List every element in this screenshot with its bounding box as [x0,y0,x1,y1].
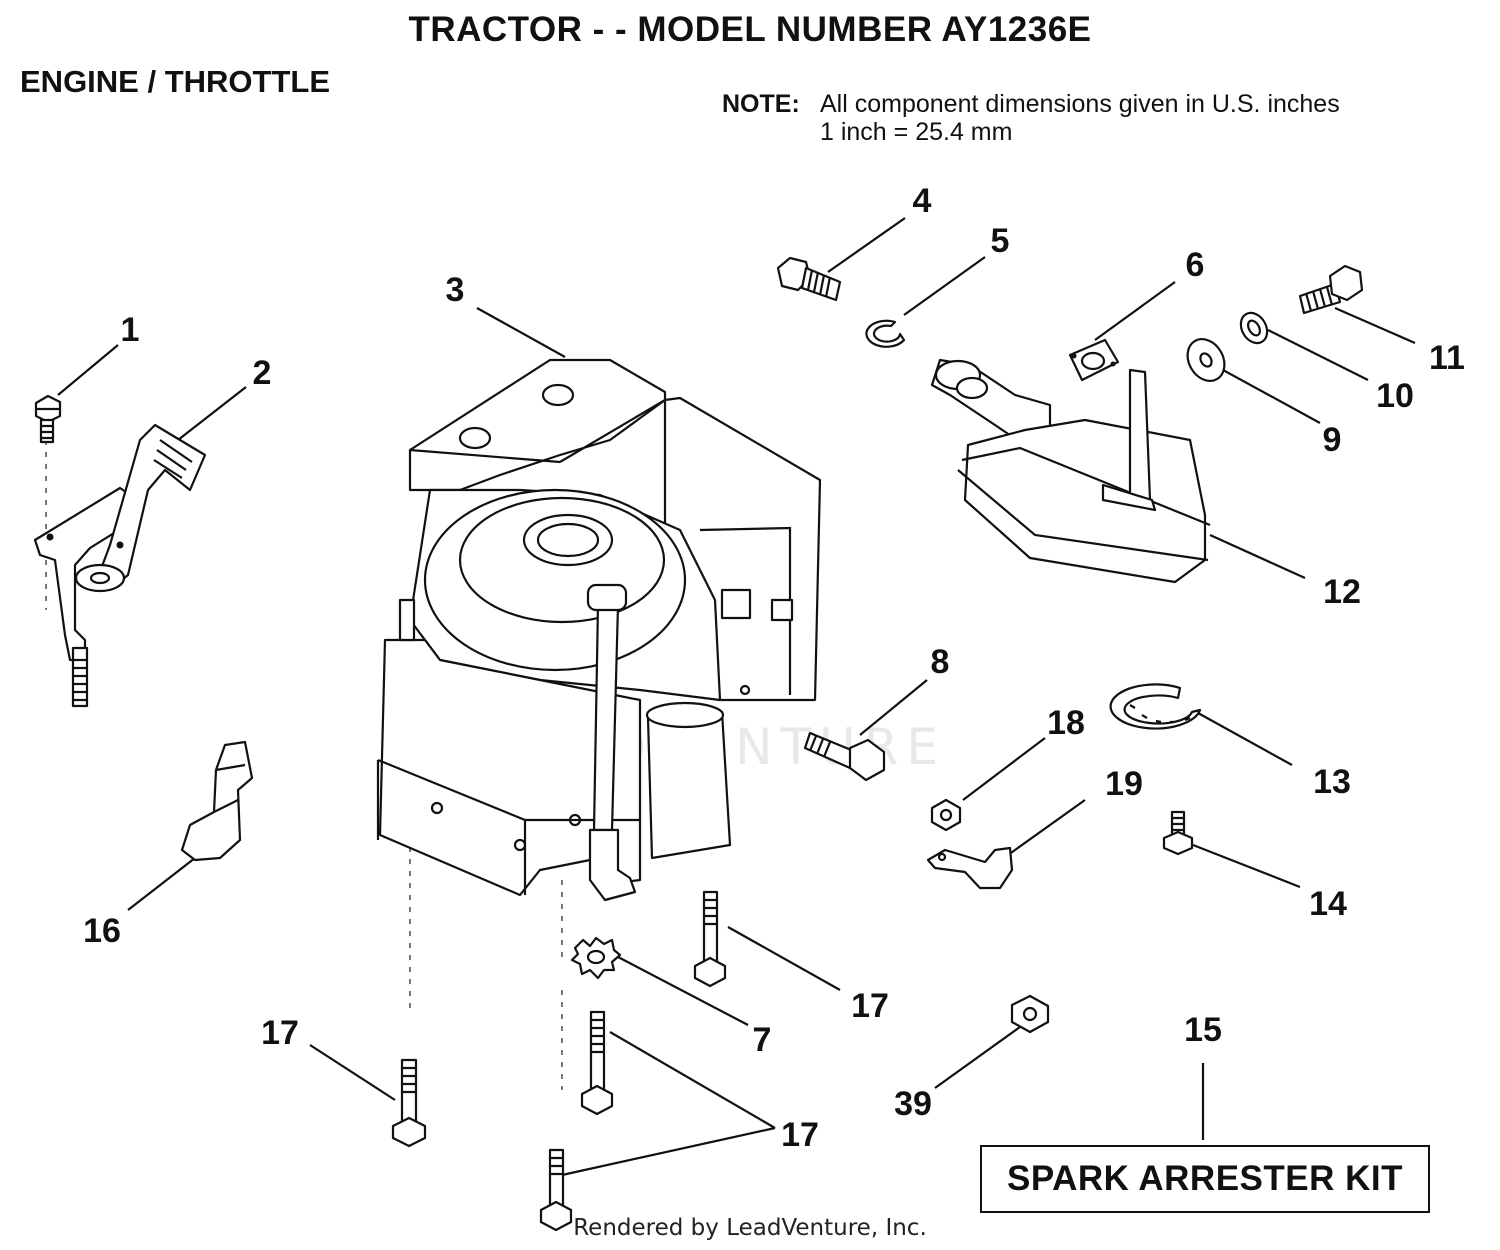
diagram-title: TRACTOR - - MODEL NUMBER AY1236E [408,10,1092,49]
callout-13: 13 [1313,763,1351,801]
section-heading: ENGINE / THROTTLE [20,64,330,99]
callout-4: 4 [912,182,932,220]
callout-15: 15 [1184,1011,1222,1049]
part-2-throttle-control [33,423,207,708]
part-11-bolt [1298,264,1364,315]
callout-19: 19 [1105,765,1143,803]
callout-17-b: 17 [261,1014,299,1052]
render-credit: Rendered by LeadVenture, Inc. [573,1215,927,1241]
callout-12: 12 [1323,573,1361,611]
part-13-screen [1109,683,1202,730]
callout-11: 11 [1429,339,1465,377]
part-7-star-washer [570,936,622,980]
part-1-bolt [34,394,62,444]
part-3-engine [376,358,822,902]
callout-7: 7 [752,1021,772,1059]
callout-17-a: 17 [851,987,889,1025]
part-5-lock-washer [865,319,906,348]
part-9-flat-washer [1186,338,1226,382]
callout-8: 8 [930,643,950,681]
part-17-screw-c [580,1010,614,1116]
callout-5: 5 [990,222,1010,260]
part-17-screw-b [391,1058,427,1148]
part-39-nut [1010,994,1050,1034]
note-label: NOTE: [722,90,800,118]
callout-16: 16 [83,912,121,950]
spark-arrester-kit-label: SPARK ARRESTER KIT [980,1145,1430,1213]
part-6-gasket [1068,338,1120,382]
note-line-2: 1 inch = 25.4 mm [820,118,1013,146]
part-8-bolt [803,731,886,782]
part-17-screw-a [693,890,727,988]
callout-1: 1 [120,311,140,349]
callout-10: 10 [1376,377,1414,415]
part-14-screw [1162,810,1194,856]
part-18-nut [930,798,962,832]
dimension-note: NOTE: All component dimensions given in U… [722,90,1340,146]
part-12-muffler [930,358,1211,584]
callout-6: 6 [1185,246,1205,284]
callout-3: 3 [445,271,465,309]
part-19-clamp [926,846,1014,890]
note-line-1: All component dimensions given in U.S. i… [820,90,1340,118]
callout-9: 9 [1322,421,1342,459]
callout-39: 39 [894,1085,932,1123]
part-4-bolt [776,256,842,302]
part-17-screw-d [539,1148,573,1232]
callout-2: 2 [252,354,272,392]
callout-18: 18 [1047,704,1085,742]
callout-14: 14 [1309,885,1347,923]
part-16-bracket [180,740,254,862]
part-10-lock-washer [1239,311,1269,345]
leader-lines [45,217,1416,1177]
callout-17-c: 17 [781,1116,819,1154]
